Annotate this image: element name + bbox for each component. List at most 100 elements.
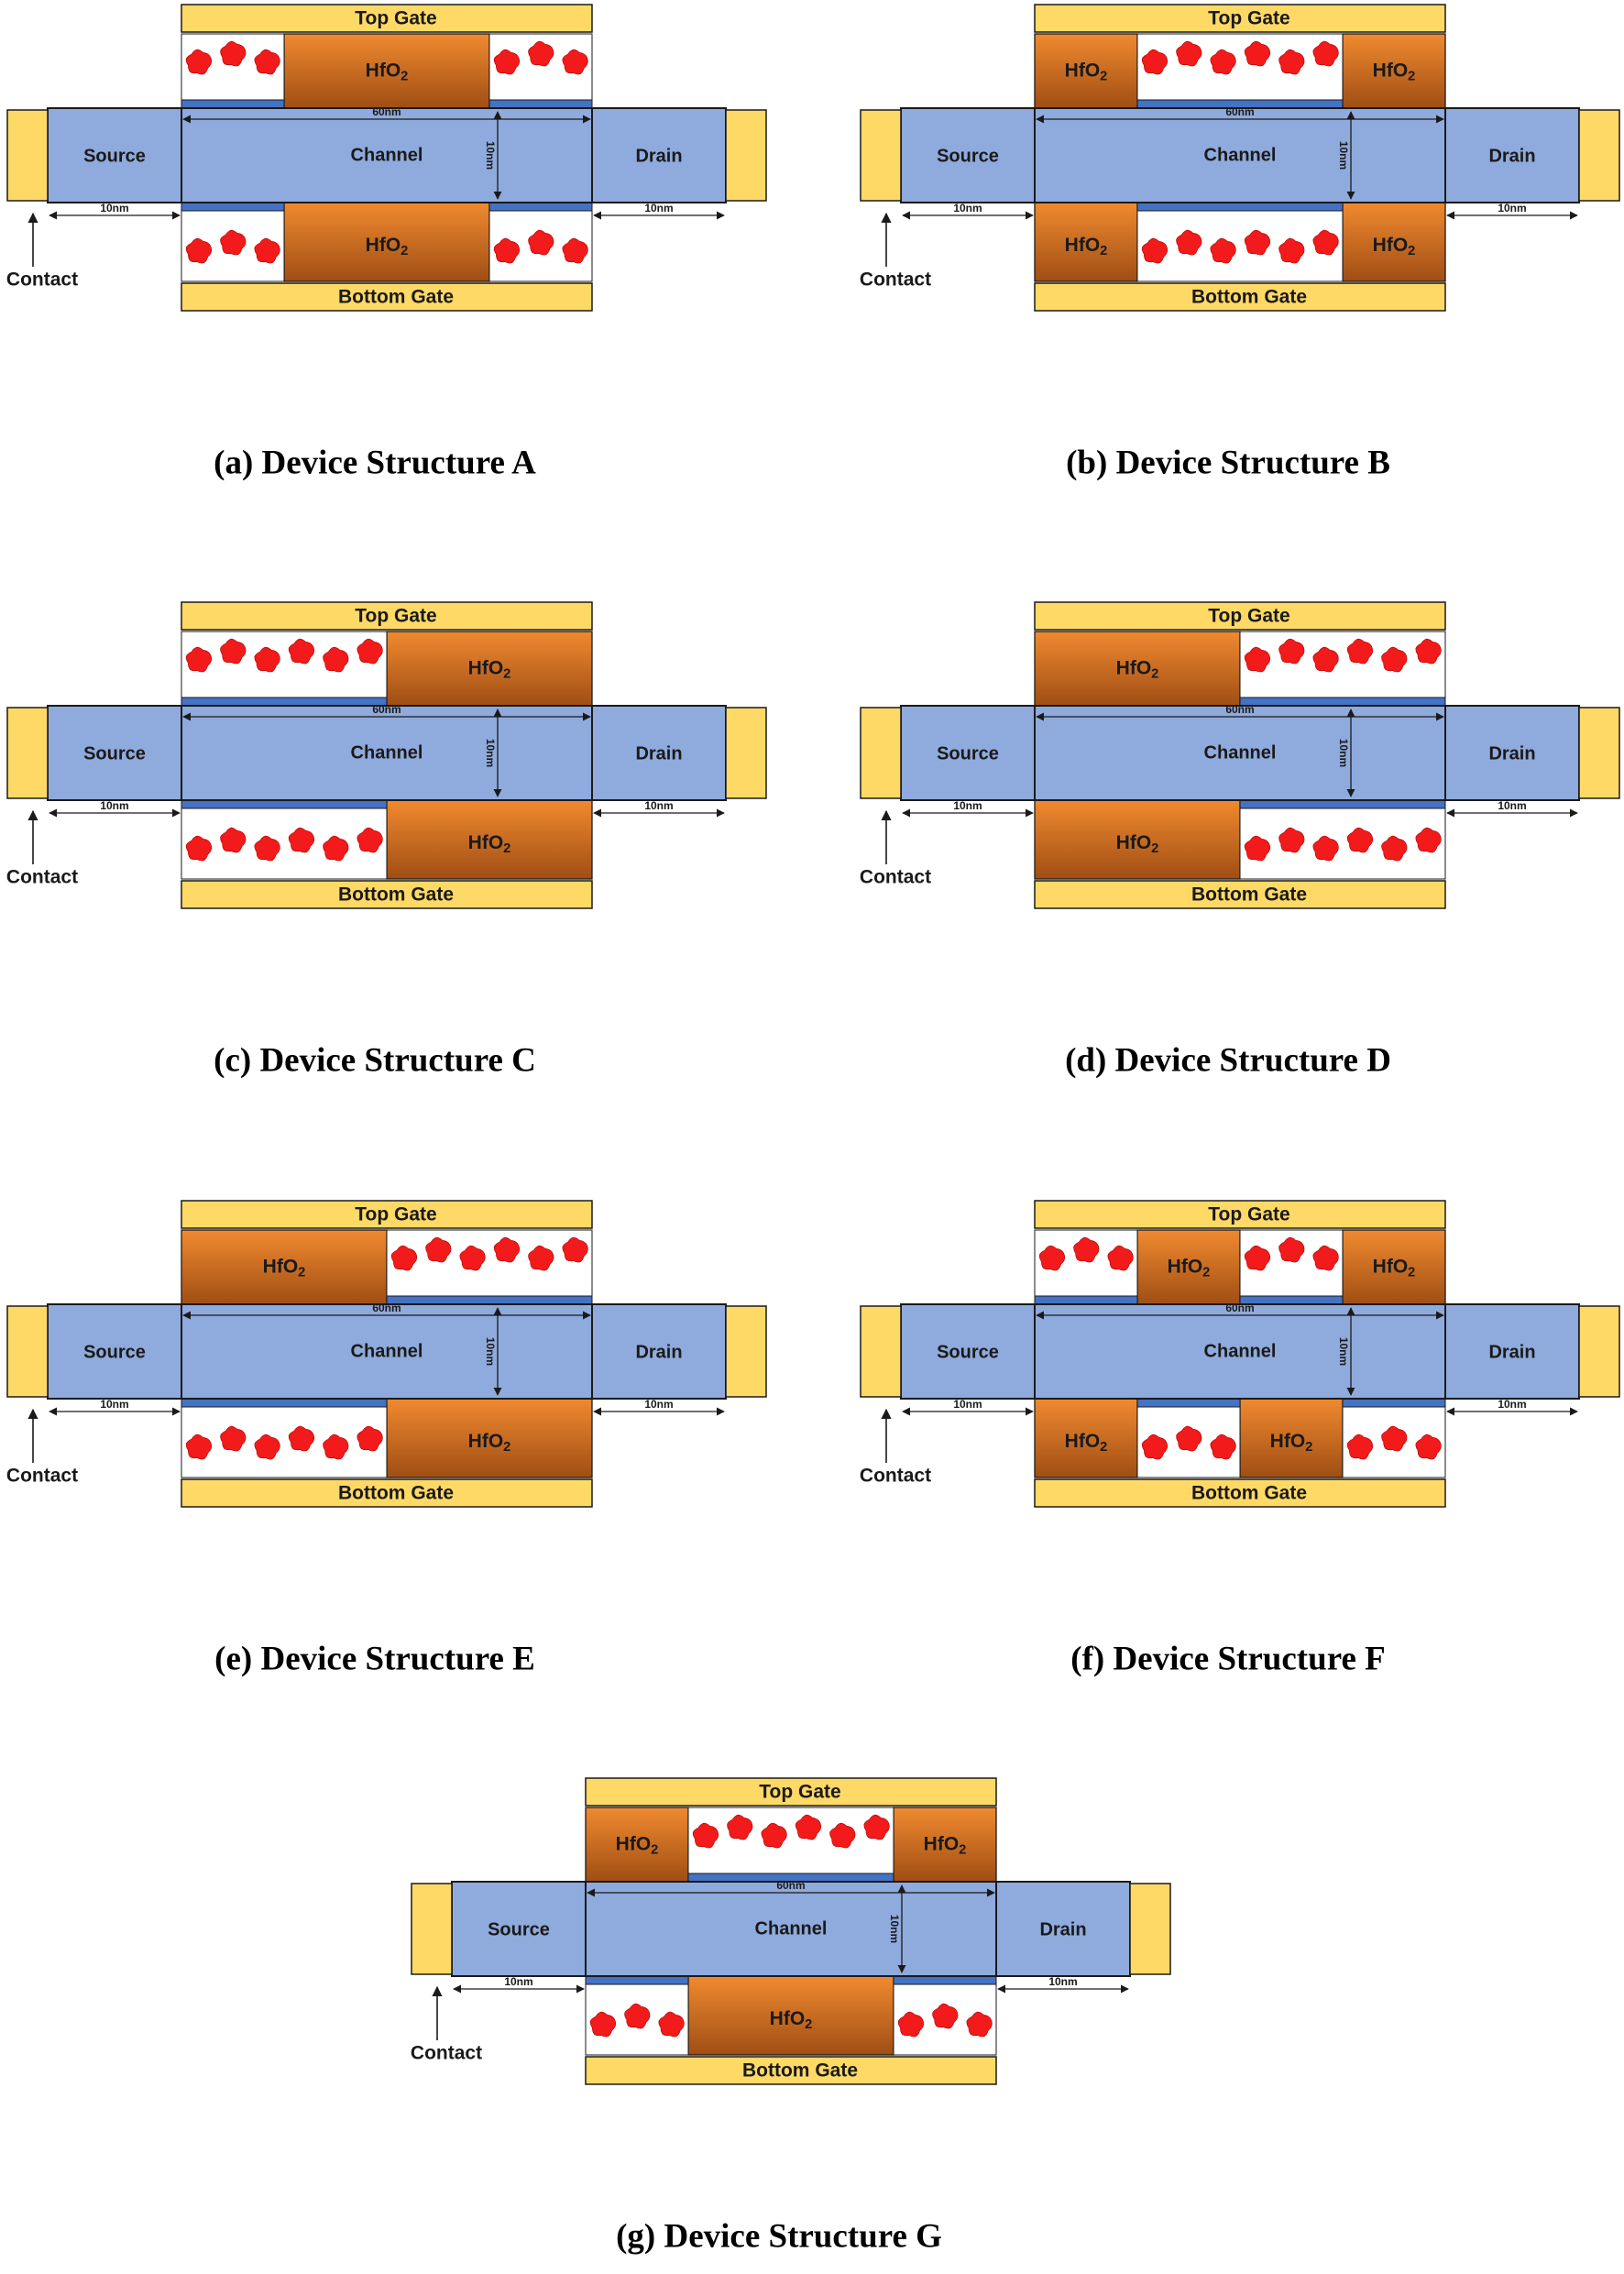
figure-caption: (e) Device Structure E xyxy=(214,1640,535,1677)
biomolecule xyxy=(1381,835,1408,862)
biomolecule xyxy=(288,638,315,665)
figure-caption: (f) Device Structure F xyxy=(1070,1640,1385,1677)
biomolecule xyxy=(220,1425,247,1452)
contact-label: Contact xyxy=(860,269,931,291)
hfo2-label: HfO2 xyxy=(770,2008,813,2032)
biomolecule xyxy=(1312,229,1339,256)
biomolecule xyxy=(357,638,383,665)
bottom-gate xyxy=(1034,1478,1446,1508)
dimension-label: 10nm xyxy=(1498,202,1526,214)
drain-label: Drain xyxy=(1488,1342,1535,1362)
dimension-label: 60nm xyxy=(372,105,401,118)
drain-label: Drain xyxy=(1039,1919,1086,1939)
biomolecule xyxy=(1141,1434,1169,1460)
cavity xyxy=(1136,210,1344,282)
channel-label: Channel xyxy=(755,1918,828,1939)
channel-region xyxy=(1034,705,1446,801)
biomolecule xyxy=(1381,646,1408,673)
hfo2-label: HfO2 xyxy=(468,657,511,681)
biomolecule xyxy=(254,49,280,75)
dimension-label: 10nm xyxy=(953,1398,982,1411)
biomolecule xyxy=(1244,646,1271,673)
biomolecule xyxy=(493,1236,521,1263)
biomolecule xyxy=(1312,835,1339,862)
hfo2-label: HfO2 xyxy=(1065,60,1108,83)
hfo2-label: HfO2 xyxy=(468,832,511,856)
biomolecule xyxy=(1073,1236,1100,1263)
biomolecule xyxy=(829,1822,856,1849)
top-gate-label: Top Gate xyxy=(355,1204,436,1225)
biomolecule xyxy=(459,1245,486,1271)
dimension-label: 60nm xyxy=(372,703,401,716)
hfo2-label: HfO2 xyxy=(924,1833,967,1857)
dimension-label: 10nm xyxy=(100,799,128,812)
biomolecule xyxy=(288,827,315,853)
biomolecule xyxy=(390,1245,418,1271)
channel-label: Channel xyxy=(1204,145,1277,165)
channel-label: Channel xyxy=(351,742,423,763)
dimension-label: 60nm xyxy=(776,1879,805,1892)
cavity xyxy=(181,807,388,880)
drain-contact xyxy=(725,1305,767,1398)
source-region xyxy=(47,107,182,203)
biomolecule xyxy=(1176,40,1202,67)
biomolecule xyxy=(528,40,554,67)
bottom-gate xyxy=(181,880,593,909)
biomolecule xyxy=(761,1822,787,1849)
biomolecule xyxy=(493,49,521,75)
channel-label: Channel xyxy=(1204,742,1277,763)
contact-label: Contact xyxy=(6,269,78,291)
biomolecule xyxy=(692,1822,719,1849)
source-contact xyxy=(6,1305,49,1398)
dimension-label: 10nm xyxy=(1498,799,1526,812)
channel-region xyxy=(1034,107,1446,203)
hfo2-label: HfO2 xyxy=(1065,235,1108,258)
biomolecule xyxy=(1278,638,1305,665)
hfo2-label: HfO2 xyxy=(1116,657,1159,681)
drain-contact xyxy=(1129,1883,1171,1975)
cavity xyxy=(1239,631,1446,698)
biomolecule xyxy=(863,1814,890,1840)
cavity xyxy=(181,631,388,698)
hfo2-region xyxy=(585,1807,689,1883)
biomolecule xyxy=(254,646,280,673)
biomolecule xyxy=(1176,229,1202,256)
biomolecule xyxy=(1244,835,1271,862)
hfo2-region xyxy=(1034,1398,1138,1478)
source-region xyxy=(451,1881,587,1977)
biomolecule xyxy=(589,2011,617,2038)
dimension-label: 10nm xyxy=(1337,1337,1350,1366)
hfo2-label: HfO2 xyxy=(366,235,409,258)
drain-region xyxy=(995,1881,1131,1977)
cavity xyxy=(1136,33,1344,101)
source-contact xyxy=(860,707,902,799)
channel-label: Channel xyxy=(1204,1341,1277,1361)
source-region xyxy=(900,1303,1036,1400)
figure-caption: (c) Device Structure C xyxy=(214,1041,536,1079)
biomolecule xyxy=(562,237,588,264)
hfo2-region xyxy=(1034,799,1241,880)
sio2-layer xyxy=(181,697,388,707)
top-gate-label: Top Gate xyxy=(355,8,436,29)
biomolecule xyxy=(185,1434,213,1460)
drain-contact xyxy=(1578,1305,1620,1398)
drain-contact xyxy=(1578,707,1620,799)
hfo2-region xyxy=(1034,33,1138,109)
cavity xyxy=(687,1807,894,1874)
biomolecule xyxy=(1176,1425,1202,1452)
bottom-gate-label: Bottom Gate xyxy=(1191,884,1307,906)
biomolecule xyxy=(425,1236,452,1263)
top-gate-label: Top Gate xyxy=(355,606,436,627)
biomolecule xyxy=(624,2003,651,2029)
hfo2-label: HfO2 xyxy=(366,60,409,83)
drain-label: Drain xyxy=(635,146,682,166)
dimension-label: 10nm xyxy=(1337,739,1350,767)
drain-label: Drain xyxy=(635,743,682,763)
dimension-label: 10nm xyxy=(953,799,982,812)
source-label: Source xyxy=(83,1342,146,1362)
top-gate-label: Top Gate xyxy=(759,1782,840,1803)
top-gate xyxy=(1034,4,1446,33)
biomolecule xyxy=(897,2011,925,2038)
drain-label: Drain xyxy=(635,1342,682,1362)
